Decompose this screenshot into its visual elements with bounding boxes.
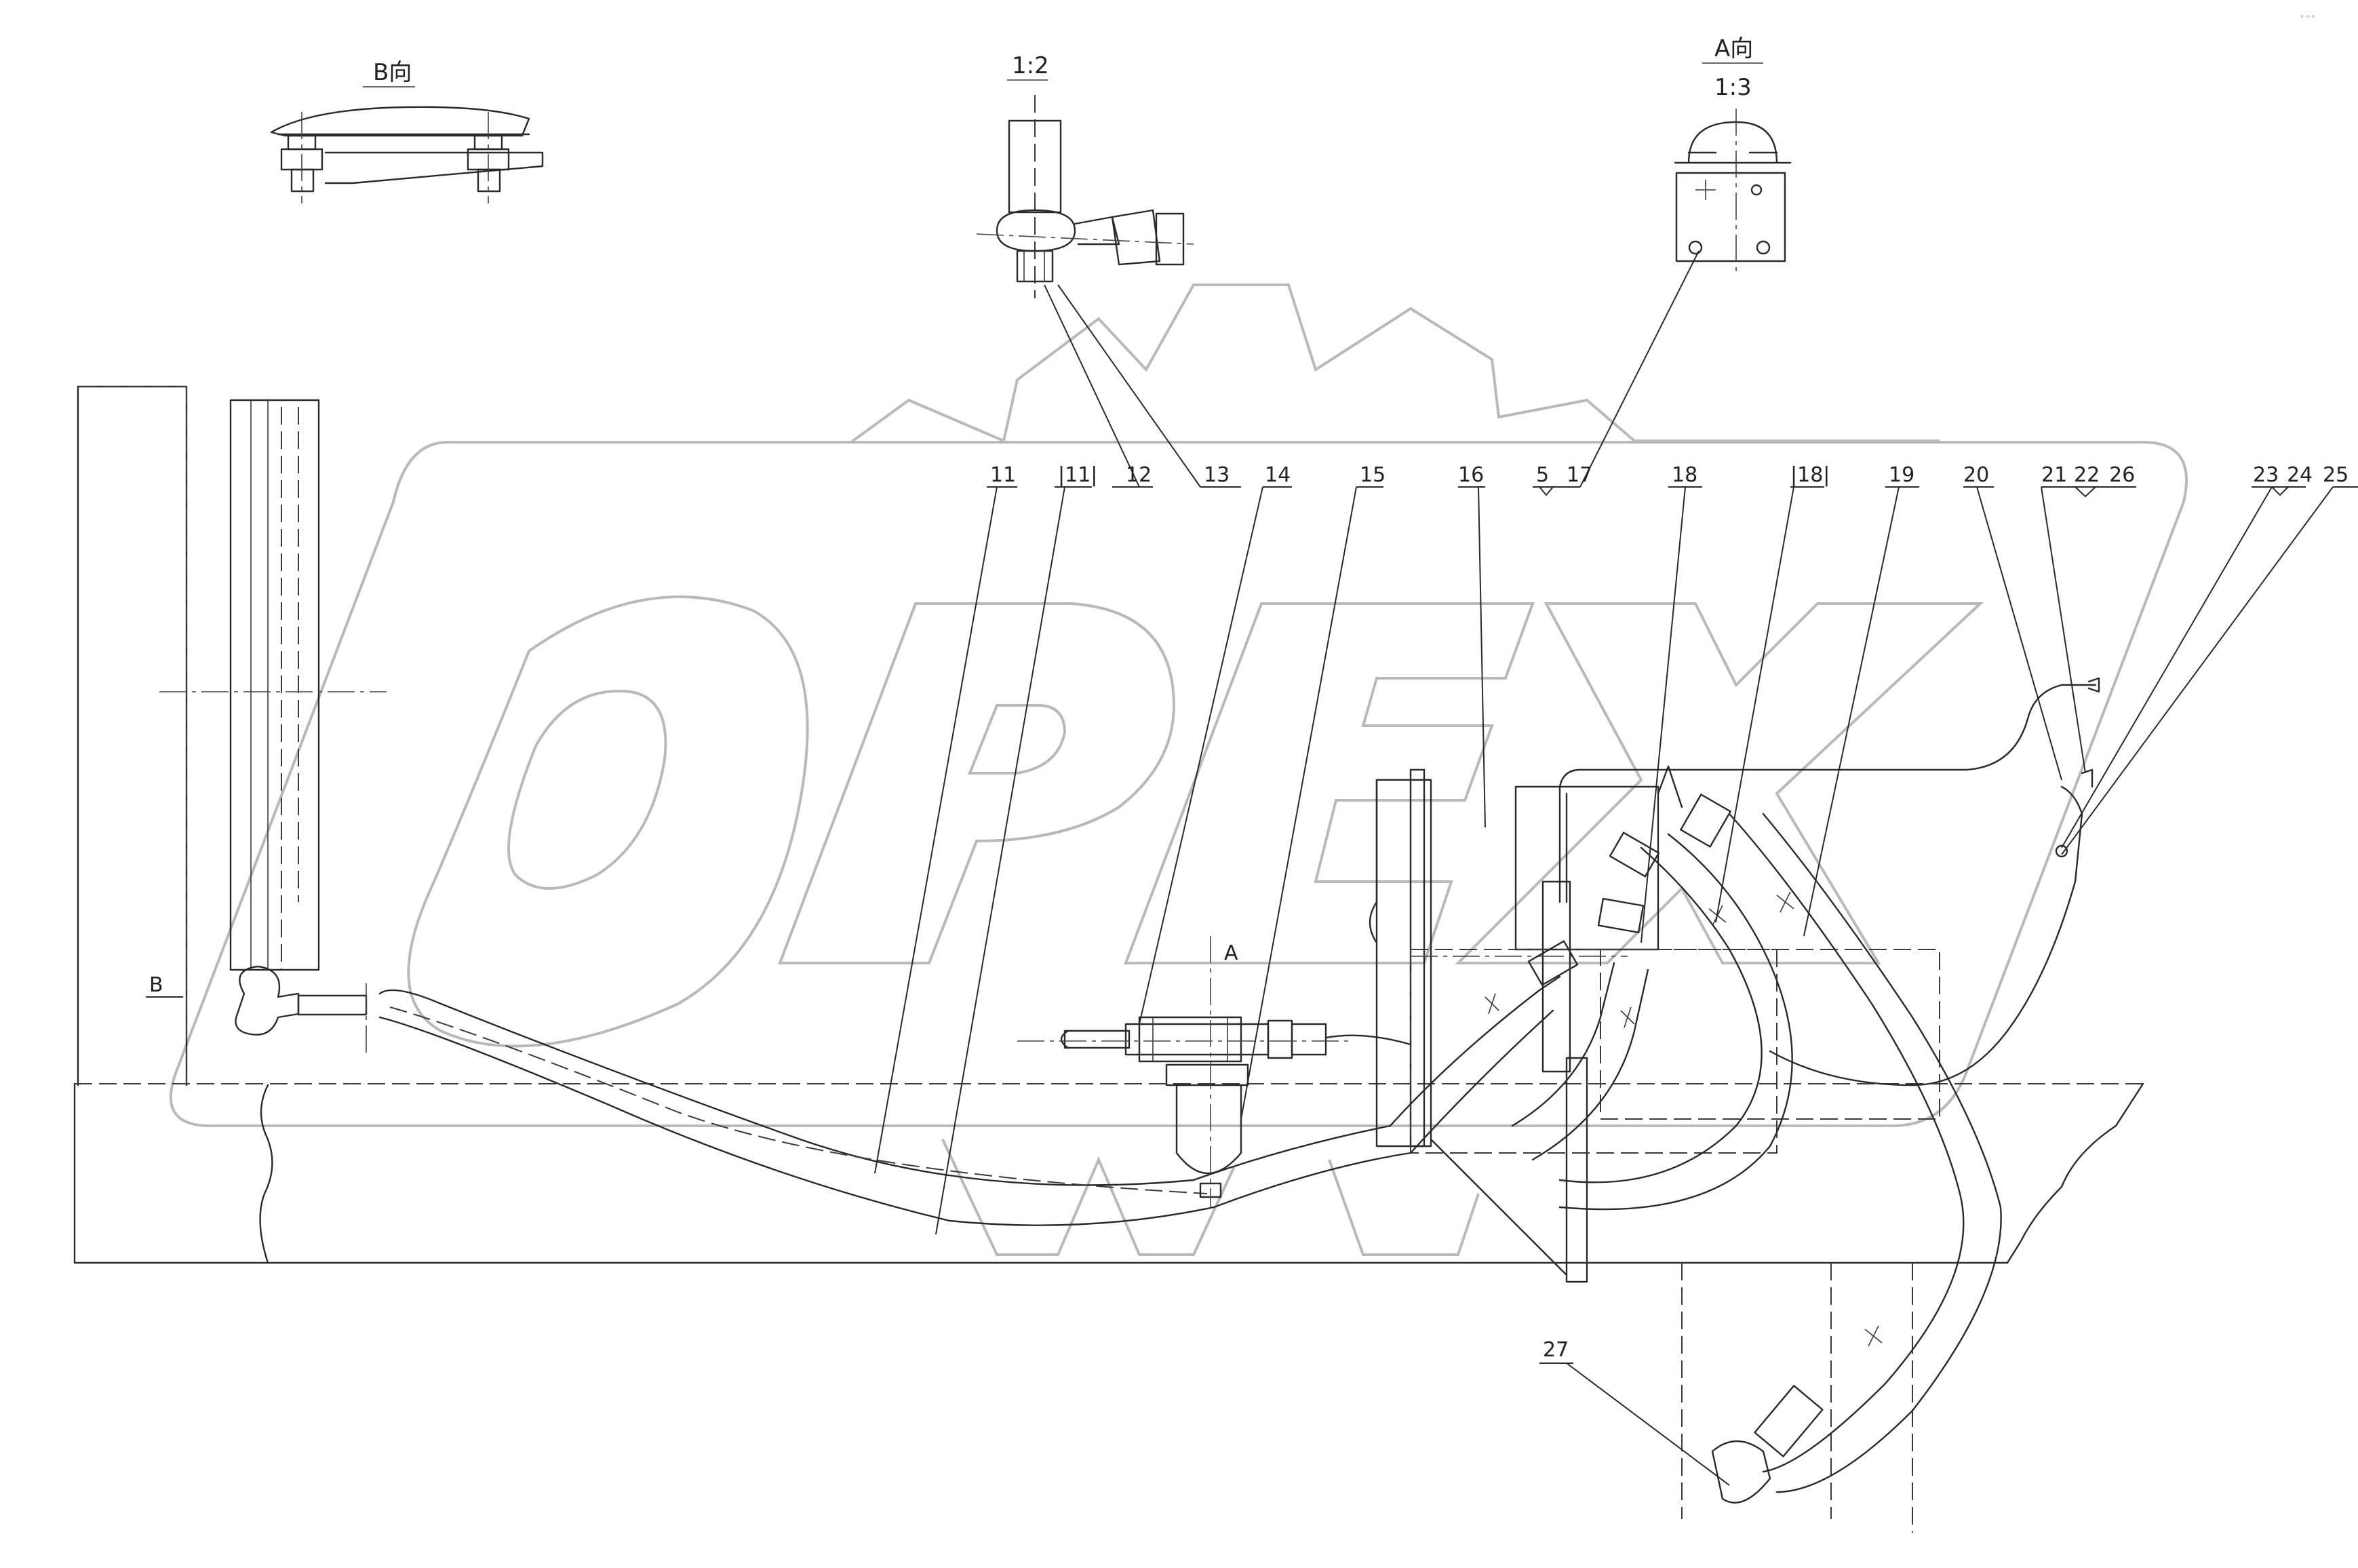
left-structure: B [77, 385, 387, 1086]
view-b-detail: B向 [270, 59, 544, 203]
view-a-scale: 1:3 [1714, 74, 1752, 101]
detail-scale-label: 1:2 [1012, 52, 1049, 79]
callout-11-bracketed: |11| [1058, 463, 1097, 487]
callout-15: 15 [1360, 463, 1386, 487]
electric-cable [1558, 677, 2100, 1086]
section-a-marker: A [1224, 941, 1238, 965]
view-a-detail: A向 1:3 [1674, 35, 1792, 271]
callout-18: 18 [1672, 463, 1697, 487]
callout-labels: 11 |11| 12 13 14 15 16 5 17 18 |18| 19 2… [990, 463, 2349, 1362]
callout-14: 14 [1265, 463, 1291, 487]
view-b-label: B向 [373, 59, 412, 86]
callout-25: 25 [2323, 463, 2349, 487]
callout-26: 26 [2109, 463, 2135, 487]
detail-1-2: 1:2 [976, 52, 1194, 298]
view-a-label: A向 [1714, 35, 1753, 62]
valve-block-area [1369, 768, 1940, 1283]
callout-16: 16 [1458, 463, 1484, 487]
right-hoses [1389, 765, 2002, 1504]
watermark-badge [169, 441, 2188, 1127]
callout-18-bracketed: |18| [1790, 463, 1830, 487]
watermark-gear [850, 283, 1940, 444]
callout-21: 21 [2041, 463, 2067, 487]
chassis-frame [73, 1082, 2144, 1533]
watermark-logo [169, 283, 2188, 1256]
section-b-marker: B [149, 973, 163, 997]
watermark-letters [407, 595, 1984, 1256]
filter-assembly: A [1017, 936, 1412, 1207]
callout-20: 20 [1963, 463, 1989, 487]
callout-17: 17 [1567, 463, 1592, 487]
callout-27: 27 [1543, 1338, 1569, 1362]
callout-5: 5 [1536, 463, 1549, 487]
callout-19: 19 [1889, 463, 1914, 487]
corner-stamp: ° ° ° [2300, 15, 2315, 22]
callout-24: 24 [2287, 463, 2313, 487]
callout-13: 13 [1204, 463, 1230, 487]
callout-leaders [874, 250, 2358, 1486]
callout-23: 23 [2253, 463, 2279, 487]
callout-12: 12 [1126, 463, 1152, 487]
callout-22: 22 [2074, 463, 2100, 487]
callout-11: 11 [990, 463, 1016, 487]
main-hose [235, 965, 1412, 1226]
